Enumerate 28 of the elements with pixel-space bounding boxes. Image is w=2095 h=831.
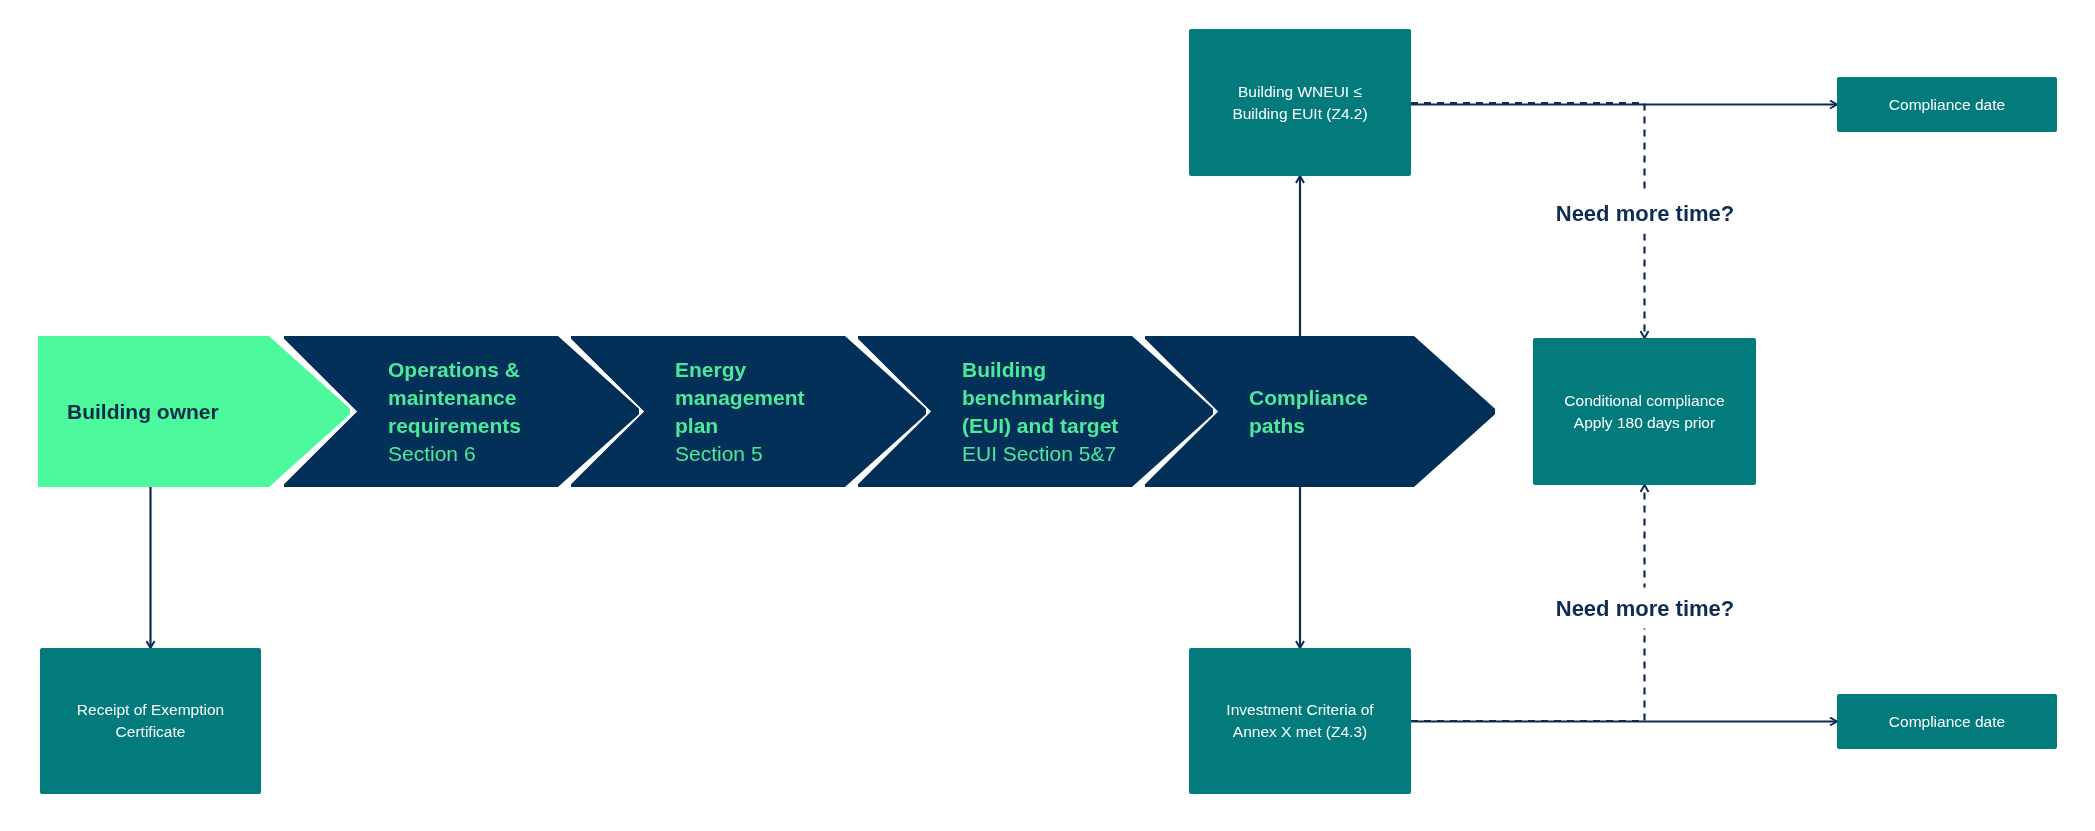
step-title: Building owner [67,399,220,425]
arrow [1411,716,1838,727]
step-title: Building benchmarking (EUI) and target [962,356,1120,439]
arrow [1295,487,1305,649]
arrow [145,487,156,649]
step-title: Energy management plan [675,356,806,439]
step-title: Compliance paths [1249,384,1370,439]
process-box [1837,694,2057,749]
process-box [1837,77,2057,132]
section-reference: EUI Section 5&7 [962,440,1118,467]
step-title: Operations & maintenance requirements [388,356,523,439]
dashed-arrow [1411,101,1650,339]
box-text: Receipt of Exemption Certificate [75,700,226,742]
section-reference: Section 6 [388,440,477,467]
box-text: Investment Criteria of Annex X met (Z4.3) [1225,700,1375,742]
process-box [1189,29,1411,176]
box-text: Conditional compliance [1564,390,1725,411]
box-text: Building WNEUI ≤ Building EUIt (Z4.2) [1231,81,1369,124]
process-box [1189,648,1411,794]
arrow [1295,175,1305,336]
box-text: Compliance date [1888,711,2006,732]
section-reference: Section 5 [675,440,764,467]
box-text: Compliance date [1888,94,2006,115]
box-text: Apply 180 days prior [1573,412,1716,433]
process-box [40,648,261,794]
dashed-arrow [1411,484,1650,723]
arrow [1411,99,1838,110]
process-box [1533,338,1756,485]
